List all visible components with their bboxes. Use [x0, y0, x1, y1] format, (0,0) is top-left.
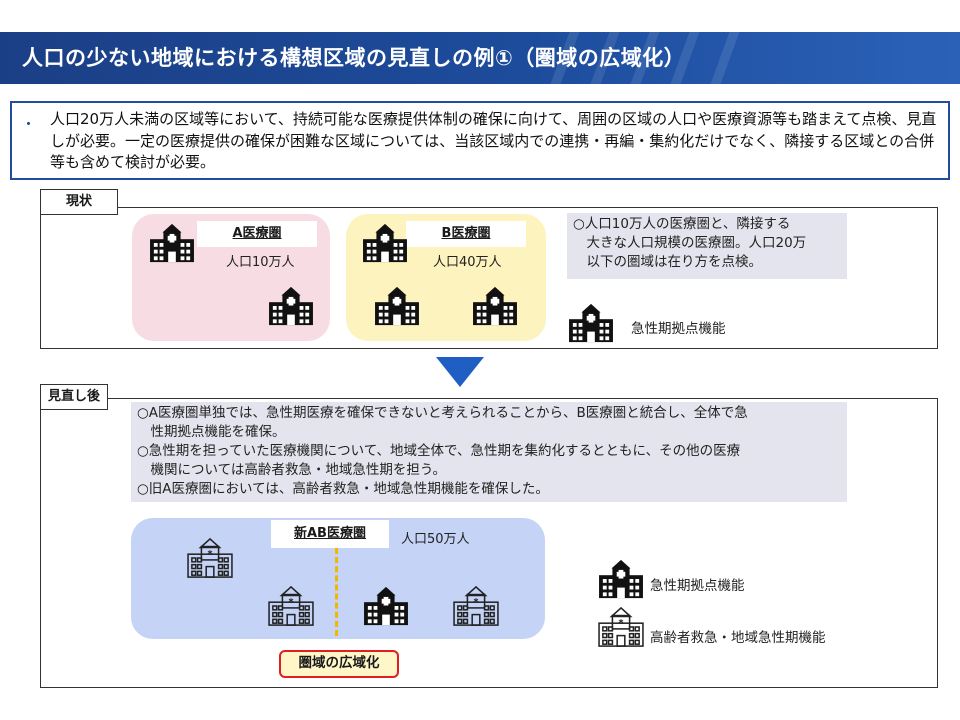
- current-note-line: 大きな人口規模の医療圏。人口20万: [573, 235, 807, 251]
- review-note-line: ○急性期を担っていた医療機関について、地域全体で、急性期を集約化するとともに、そ…: [137, 443, 741, 459]
- review-note: ○A医療圏単独では、急性期医療を確保できないと考えられることから、B医療圏と統合…: [131, 402, 847, 502]
- area-b-population: 人口40万人: [433, 255, 502, 270]
- hospital-outline-icon: [266, 585, 316, 627]
- current-note-line: ○人口10万人の医療圏と、隣接する: [573, 216, 791, 232]
- hospital-filled-icon: [470, 285, 520, 327]
- summary-text: 人口20万人未満の区域等において、持続可能な医療提供体制の確保に向けて、周囲の区…: [50, 110, 937, 171]
- current-state-tag: 現状: [40, 189, 118, 215]
- area-a-label: A医療圏: [197, 221, 317, 247]
- hospital-filled-icon: [372, 285, 422, 327]
- hospital-filled-icon: [361, 585, 411, 627]
- hospital-filled-icon: [147, 222, 197, 264]
- review-note-line: 性期拠点機能を確保。: [137, 424, 286, 440]
- current-note-line: 以下の圏域は在り方を点検。: [573, 254, 762, 270]
- review-note-line: ○旧A医療圏においては、高齢者救急・地域急性期機能を確保した。: [137, 481, 549, 497]
- area-b-label: B医療圏: [406, 221, 526, 247]
- area-ab-population: 人口50万人: [401, 532, 470, 547]
- area-a-population: 人口10万人: [226, 255, 295, 270]
- result-tag: 圏域の広域化: [279, 650, 399, 678]
- legend-acute-label: 急性期拠点機能: [650, 578, 745, 594]
- hospital-filled-icon: [596, 558, 646, 600]
- summary-bullet: ・: [21, 115, 37, 133]
- review-note-line: 機関については高齢者救急・地域急性期を担う。: [137, 462, 447, 478]
- legend-elderly-label: 高齢者救急・地域急性期機能: [650, 630, 826, 646]
- legend-acute-label: 急性期拠点機能: [631, 321, 726, 337]
- hospital-outline-icon: [451, 585, 501, 627]
- hospital-outline-icon: [185, 537, 235, 579]
- hospital-filled-icon: [566, 302, 616, 344]
- summary-box: ・ 人口20万人未満の区域等において、持続可能な医療提供体制の確保に向けて、周囲…: [10, 101, 950, 180]
- hospital-outline-icon: [596, 606, 646, 648]
- current-note: ○人口10万人の医療圏と、隣接する 大きな人口規模の医療圏。人口20万 以下の圏…: [567, 213, 847, 279]
- page-title: 人口の少ない地域における構想区域の見直しの例①（圏域の広域化）: [22, 46, 686, 70]
- hospital-filled-icon: [360, 222, 410, 264]
- area-ab-label: 新AB医療圏: [271, 520, 389, 548]
- merged-boundary-line: [335, 548, 338, 636]
- title-bar: 人口の少ない地域における構想区域の見直しの例①（圏域の広域化）: [0, 32, 960, 84]
- review-note-line: ○A医療圏単独では、急性期医療を確保できないと考えられることから、B医療圏と統合…: [137, 405, 748, 421]
- review-tag: 見直し後: [40, 384, 108, 410]
- hospital-filled-icon: [266, 285, 316, 327]
- down-arrow-icon: [436, 357, 484, 387]
